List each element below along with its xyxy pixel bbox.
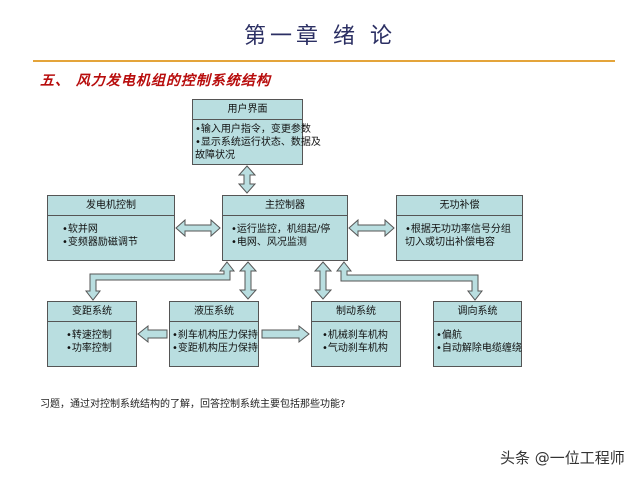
- box-line: •转速控制: [66, 330, 112, 341]
- exercise-question: 习题，通过对控制系统结构的了解，回答控制系统主要包括那些功能?: [40, 399, 346, 410]
- arrow-hydraulic-pitch: [137, 324, 168, 344]
- section-heading: 五、 风力发电机组的控制系统结构: [40, 73, 271, 89]
- box-line: •功率控制: [66, 343, 112, 354]
- box-generator-control: 发电机控制 •软并网 •变频器励磁调节: [47, 195, 175, 261]
- box-line: •根据无功功率信号分组: [405, 224, 511, 235]
- title-divider: [33, 60, 615, 62]
- box-main-controller: 主控制器 •运行监控，机组起/停 •电网、风况监测: [222, 195, 348, 261]
- box-line: •变距机构压力保持: [172, 343, 258, 354]
- box-title: 主控制器: [223, 196, 347, 216]
- box-title: 无功补偿: [397, 196, 522, 216]
- box-reactive-compensation: 无功补偿 •根据无功功率信号分组切入或切出补偿电容: [396, 195, 523, 261]
- box-line: •偏航: [436, 330, 462, 341]
- watermark: 头条 @一位工程师: [500, 449, 625, 467]
- box-line: •变频器励磁调节: [62, 237, 138, 248]
- box-line: •刹车机构压力保持: [172, 330, 258, 341]
- box-line: •输入用户指令，变更参数: [195, 124, 311, 135]
- arrow-main-brake: [313, 261, 333, 300]
- box-title: 液压系统: [170, 302, 258, 322]
- arrow-main-reactive: [348, 218, 395, 238]
- box-title: 发电机控制: [48, 196, 174, 216]
- box-title: 用户界面: [193, 100, 302, 120]
- box-title: 变距系统: [48, 302, 136, 322]
- box-yaw-system: 调向系统 •偏航 •自动解除电缆缠绕: [433, 301, 522, 367]
- box-line: •气动刹车机构: [322, 343, 388, 354]
- box-pitch-system: 变距系统 •转速控制 •功率控制: [47, 301, 137, 367]
- arrow-ui-main: [237, 165, 257, 194]
- box-title: 调向系统: [434, 302, 521, 322]
- box-user-interface: 用户界面 •输入用户指令，变更参数 •显示系统运行状态、数据及故障状况: [192, 99, 321, 165]
- arrow-main-yaw: [335, 261, 484, 301]
- arrow-hydraulic-brake: [261, 324, 310, 344]
- box-line: •自动解除电缆缠绕: [436, 343, 522, 354]
- arrow-gen-main: [175, 218, 221, 238]
- box-line: •机械刹车机构: [322, 330, 388, 341]
- box-line: 故障状况: [195, 150, 235, 161]
- box-line: 切入或切出补偿电容: [405, 237, 495, 248]
- box-hydraulic-system: 液压系统 •刹车机构压力保持 •变距机构压力保持: [169, 301, 259, 367]
- box-title: 制动系统: [312, 302, 400, 322]
- page-title: 第一章 绪 论: [244, 24, 396, 49]
- box-line: •软并网: [62, 224, 98, 235]
- box-line: •运行监控，机组起/停: [231, 224, 331, 235]
- arrow-main-hydraulic: [238, 261, 258, 300]
- box-line: •显示系统运行状态、数据及: [195, 137, 321, 148]
- box-line: •电网、风况监测: [231, 237, 307, 248]
- box-brake-system: 制动系统 •机械刹车机构 •气动刹车机构: [311, 301, 401, 367]
- arrow-main-pitch: [84, 261, 236, 301]
